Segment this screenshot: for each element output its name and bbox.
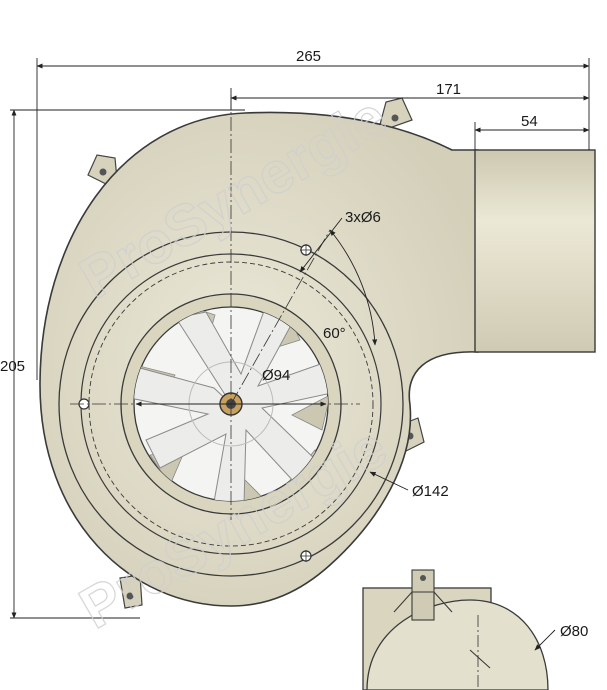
dim-outlet-diameter: Ø80 — [560, 623, 588, 640]
leader-bolt-circle — [369, 471, 409, 491]
side-detail-view — [362, 569, 549, 690]
dim-bolt-circle: Ø142 — [412, 483, 449, 500]
dimension-lines — [10, 58, 590, 651]
dim-to-outlet: 171 — [436, 81, 461, 98]
dim-angle: 60° — [323, 325, 346, 342]
leader-holes — [299, 217, 343, 273]
dim-angle-arc — [329, 229, 378, 346]
dim-outlet-width: 54 — [521, 113, 538, 130]
leader-outlet-diameter — [534, 629, 556, 651]
dim-inlet-diameter: Ø94 — [262, 367, 290, 384]
outlet-pipe — [474, 149, 596, 353]
side-bracket — [411, 569, 435, 621]
dim-overall-height: 205 — [0, 358, 25, 375]
dim-overall-width: 265 — [296, 48, 321, 65]
side-pipe — [366, 599, 549, 690]
dim-holes: 3xØ6 — [345, 209, 381, 226]
